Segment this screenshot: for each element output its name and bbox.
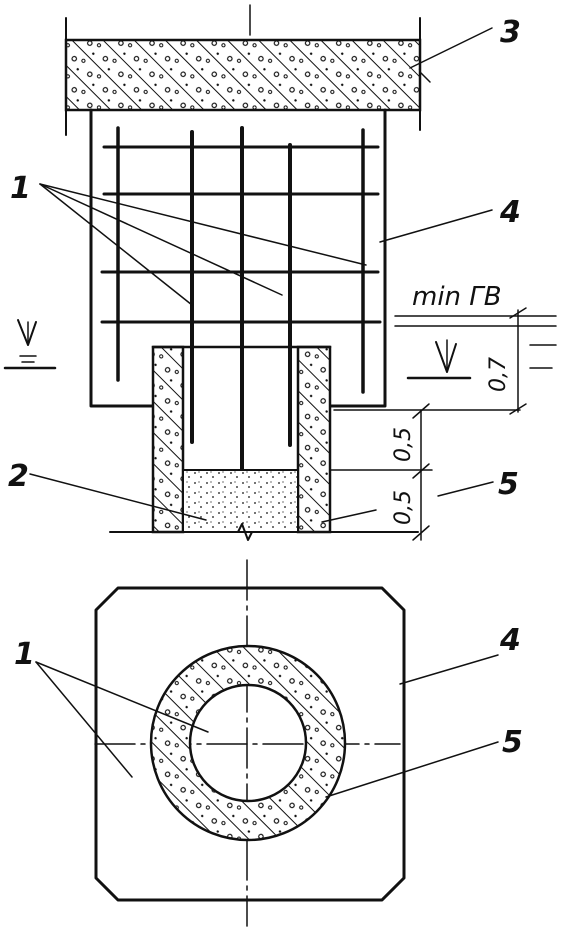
pipe-ring bbox=[149, 644, 347, 842]
ground-line bbox=[109, 523, 419, 541]
column-plan bbox=[94, 586, 406, 902]
dim-pipe-upper: 0,5 bbox=[391, 427, 416, 462]
column-outline-right bbox=[328, 108, 387, 408]
plan-label-rebar: 1 bbox=[14, 637, 35, 672]
section-view: 3 1 4 2 5 min ГВ 0,7 0,5 0,5 bbox=[3, 4, 557, 541]
label-column: 4 bbox=[499, 195, 521, 230]
water-level-symbol-left bbox=[3, 319, 57, 370]
water-level-symbol-right bbox=[406, 339, 472, 380]
label-sand: 2 bbox=[8, 459, 29, 494]
dimension-lines bbox=[329, 307, 557, 541]
leader-lines bbox=[29, 27, 494, 523]
rebar-vertical bbox=[116, 126, 365, 474]
plan-leader-lines bbox=[35, 654, 499, 798]
sand-fill bbox=[182, 469, 299, 533]
water-level-label: min ГВ bbox=[412, 282, 502, 312]
dim-pipe-lower: 0,5 bbox=[391, 490, 416, 525]
pipe-wall-left bbox=[151, 345, 185, 534]
plan-view: 1 4 5 bbox=[14, 559, 523, 927]
slab bbox=[64, 38, 422, 112]
column-outline bbox=[89, 108, 154, 408]
label-rebar: 1 bbox=[10, 171, 31, 206]
label-pipe: 5 bbox=[498, 467, 519, 502]
dim-depth-water: 0,7 bbox=[486, 357, 511, 392]
plan-label-column: 4 bbox=[499, 623, 521, 658]
plan-label-pipe: 5 bbox=[502, 725, 523, 760]
pipe-wall-right bbox=[296, 345, 332, 534]
label-slab: 3 bbox=[500, 15, 521, 50]
